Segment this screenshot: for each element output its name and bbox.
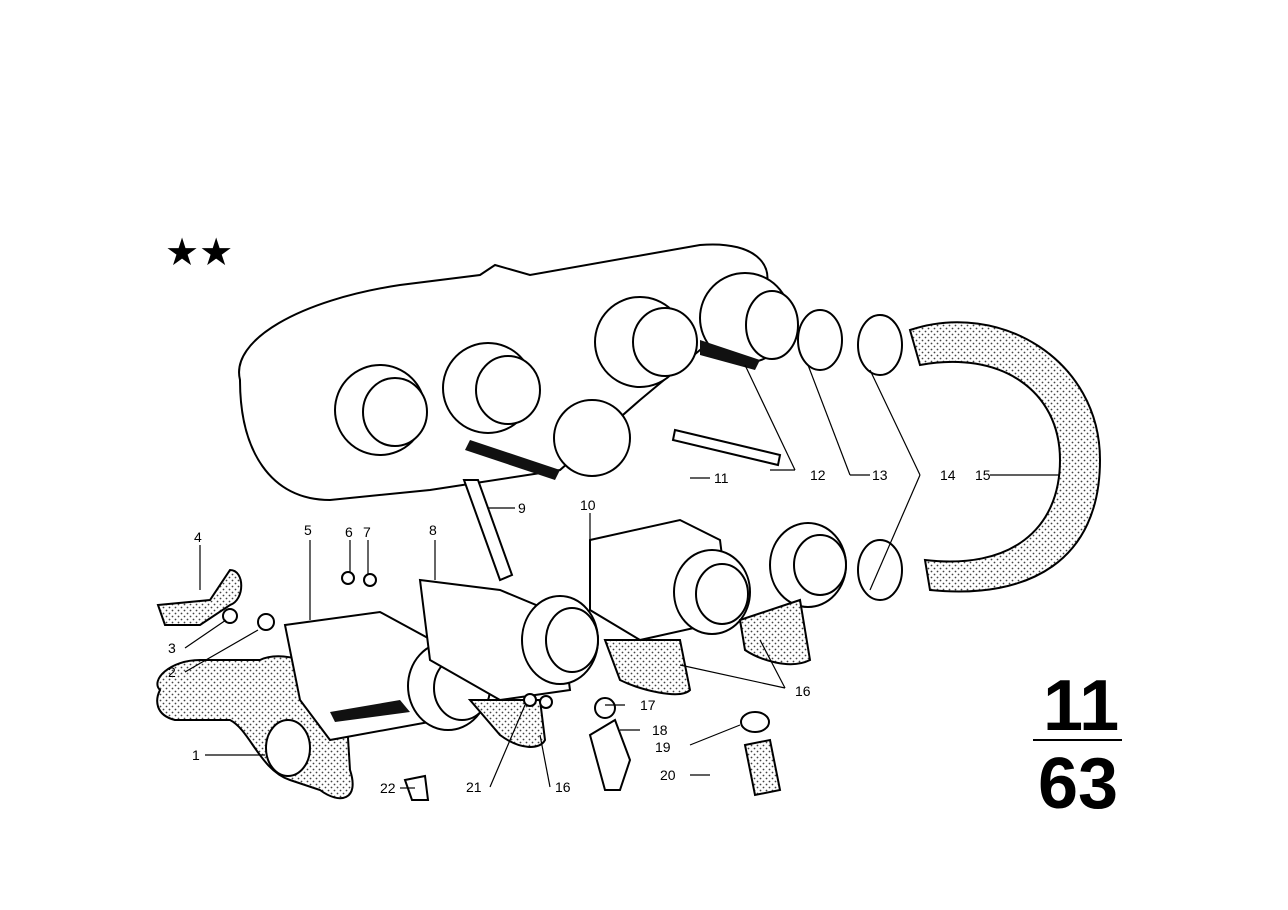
leader-lines [184, 364, 1060, 789]
label-21: 21 [466, 779, 482, 795]
stud-bolt-part [671, 428, 782, 467]
intake-manifold [238, 243, 799, 502]
label-12: 12 [810, 467, 826, 483]
clip-part [403, 774, 430, 801]
throttle-housing-right [589, 518, 847, 696]
star-marks: ★★ [165, 230, 233, 274]
label-6: 6 [345, 524, 353, 540]
label-3: 3 [168, 640, 176, 656]
label-7: 7 [363, 524, 371, 540]
label-9: 9 [518, 500, 526, 516]
page-code: 11 63 [1033, 666, 1122, 824]
label-13: 13 [872, 467, 888, 483]
fitting-part [588, 718, 632, 791]
label-22: 22 [380, 780, 396, 796]
label-18: 18 [652, 722, 668, 738]
label-1: 1 [192, 747, 200, 763]
screw-part [257, 613, 275, 631]
label-14: 14 [940, 467, 956, 483]
label-20: 20 [660, 767, 676, 783]
page-code-top: 11 [1043, 666, 1119, 746]
label-16-left: 16 [555, 779, 571, 795]
page-code-bottom: 63 [1038, 744, 1118, 824]
label-4: 4 [194, 529, 202, 545]
label-17: 17 [640, 697, 656, 713]
label-8: 8 [429, 522, 437, 538]
label-11: 11 [714, 470, 729, 486]
bracket-part [156, 568, 243, 626]
label-16-right: 16 [795, 683, 811, 699]
coolant-hose [908, 321, 1102, 593]
label-2: 2 [168, 664, 176, 680]
hose-piece-part [743, 738, 782, 797]
label-5: 5 [304, 522, 312, 538]
label-10: 10 [580, 497, 596, 513]
label-19: 19 [655, 739, 671, 755]
spring-part [462, 479, 514, 582]
washer-part [222, 608, 238, 624]
throttle-housing-middle [418, 578, 599, 748]
part-labels: 1 2 3 4 5 6 7 8 9 10 11 12 13 14 15 16 1… [168, 467, 991, 796]
label-15: 15 [975, 467, 991, 483]
